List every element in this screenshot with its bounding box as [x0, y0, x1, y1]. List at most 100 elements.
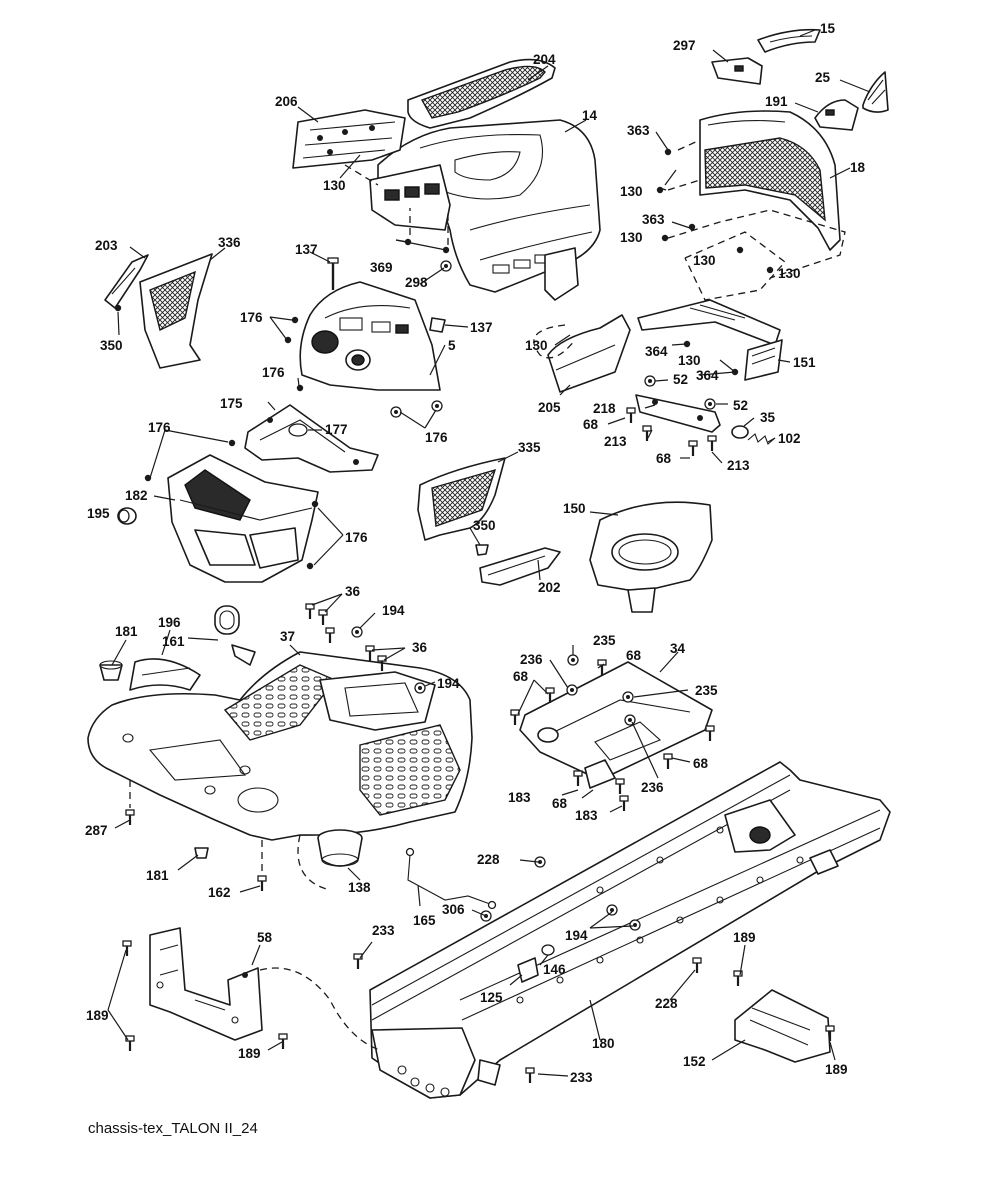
label-130-hood: 130 — [323, 178, 346, 193]
label-363-lower: 363 — [642, 212, 665, 227]
label-180: 180 — [592, 1036, 615, 1051]
label-68-plate-bottom: 68 — [552, 796, 568, 811]
label-25: 25 — [815, 70, 831, 85]
part-137b — [429, 317, 446, 333]
label-306: 306 — [442, 902, 465, 917]
label-181-top: 181 — [115, 624, 138, 639]
label-213-right: 213 — [727, 458, 750, 473]
label-130-grille-upper: 130 — [620, 184, 643, 199]
label-18: 18 — [850, 160, 866, 175]
grommet-161 — [214, 605, 256, 666]
hood-side-bracket-206 — [292, 109, 406, 169]
fender-37 — [87, 651, 473, 841]
label-130-bracket-lower: 130 — [678, 353, 701, 368]
label-68-lower: 68 — [656, 451, 672, 466]
bracket-218 — [635, 394, 721, 433]
label-369: 369 — [370, 260, 393, 275]
hood-14 — [369, 119, 601, 301]
label-236-bottom: 236 — [641, 780, 664, 795]
label-364-right: 364 — [696, 368, 719, 383]
label-68-plate-top: 68 — [626, 648, 642, 663]
label-151: 151 — [793, 355, 816, 370]
boot-138 — [317, 829, 363, 867]
label-176-console-right: 176 — [345, 530, 368, 545]
label-236-top: 236 — [520, 652, 543, 667]
label-287: 287 — [85, 823, 108, 838]
label-102: 102 — [778, 431, 801, 446]
label-194-right: 194 — [437, 676, 460, 691]
step-202 — [479, 547, 561, 586]
label-298: 298 — [405, 275, 428, 290]
console-182 — [167, 454, 319, 583]
label-183-left: 183 — [508, 790, 531, 805]
part-177 — [288, 423, 308, 437]
frame-180 — [369, 761, 891, 1099]
label-37: 37 — [280, 629, 295, 644]
label-189-bracket: 189 — [238, 1046, 261, 1061]
label-130-panel: 130 — [525, 338, 548, 353]
label-364-left: 364 — [645, 344, 668, 359]
panel-205 — [547, 314, 631, 393]
label-15: 15 — [820, 21, 836, 36]
diagram-caption: chassis-tex_TALON II_24 — [88, 1120, 258, 1137]
bracket-151 — [744, 339, 783, 381]
label-34: 34 — [670, 641, 686, 656]
label-363-top: 363 — [627, 123, 650, 138]
label-202: 202 — [538, 580, 561, 595]
label-146: 146 — [543, 962, 566, 977]
part-350b — [475, 544, 489, 556]
label-233-bottom: 233 — [570, 1070, 593, 1085]
label-228-top: 228 — [477, 852, 500, 867]
label-68-plate-right: 68 — [693, 756, 709, 771]
label-35: 35 — [760, 410, 776, 425]
part-15 — [757, 28, 821, 53]
label-137-top: 137 — [295, 242, 318, 257]
label-194-frame: 194 — [565, 928, 588, 943]
callout-labels: 15 297 204 25 14 206 191 363 18 130 130 … — [85, 21, 866, 1085]
leader-lines — [107, 29, 871, 1077]
label-152: 152 — [683, 1054, 706, 1069]
label-36-right: 36 — [412, 640, 428, 655]
label-233-top: 233 — [372, 923, 395, 938]
bracket-175 — [244, 404, 379, 473]
label-195: 195 — [87, 506, 110, 521]
label-5: 5 — [448, 338, 456, 353]
label-235-top: 235 — [593, 633, 616, 648]
label-297: 297 — [673, 38, 696, 53]
label-194-top: 194 — [382, 603, 405, 618]
label-130-bracket-right: 130 — [778, 266, 801, 281]
label-52-left: 52 — [673, 372, 688, 387]
washer-35 — [731, 425, 749, 439]
bracket-152 — [734, 989, 831, 1063]
label-165: 165 — [413, 913, 436, 928]
label-176-dash-left: 176 — [240, 310, 263, 325]
hood-grille-insert-204 — [407, 58, 556, 129]
grommet-181a — [99, 660, 123, 681]
cover-196 — [129, 658, 201, 691]
label-182: 182 — [125, 488, 148, 503]
dash-panel-5 — [299, 281, 441, 391]
label-189-right-bottom: 189 — [825, 1062, 848, 1077]
part-297 — [711, 57, 763, 85]
label-189-right-top: 189 — [733, 930, 756, 945]
rod-165 — [405, 847, 497, 910]
label-137-right: 137 — [470, 320, 493, 335]
bracket-364 — [637, 299, 781, 346]
label-175: 175 — [220, 396, 243, 411]
label-150: 150 — [563, 501, 586, 516]
label-176-dash-bottom: 176 — [262, 365, 285, 380]
label-52-right: 52 — [733, 398, 748, 413]
label-206: 206 — [275, 94, 298, 109]
part-191 — [814, 99, 859, 131]
label-196: 196 — [158, 615, 181, 630]
label-130-bracket-left: 130 — [693, 253, 716, 268]
plug-195 — [117, 507, 137, 525]
label-125: 125 — [480, 990, 503, 1005]
label-177: 177 — [325, 422, 348, 437]
duct-150 — [589, 501, 713, 613]
label-235-right: 235 — [695, 683, 718, 698]
label-189-left: 189 — [86, 1008, 109, 1023]
spring-102 — [747, 433, 776, 445]
label-350-left: 350 — [100, 338, 123, 353]
